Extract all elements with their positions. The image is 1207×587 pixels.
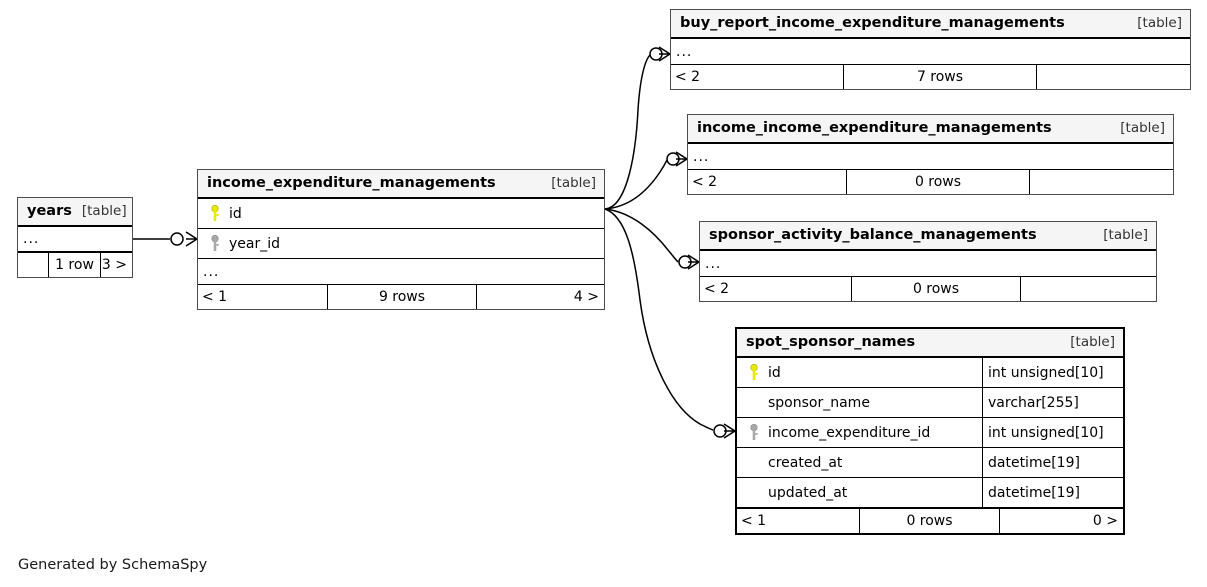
table-ellipsis-row: ... — [18, 227, 132, 252]
footer-children: 4 > — [476, 285, 604, 309]
table-footer: 1 row 3 > — [18, 252, 132, 277]
footer-children: 3 > — [100, 253, 132, 277]
footer-rowcount: 0 rows — [846, 170, 1029, 194]
column-cell: id — [198, 199, 604, 228]
footer-rowcount: 1 row — [48, 253, 100, 277]
column-name: year_id — [229, 235, 281, 252]
table-footer: < 2 0 rows — [700, 276, 1156, 301]
table-footer: < 1 0 rows 0 > — [737, 508, 1123, 533]
footer-children: 0 > — [999, 509, 1123, 533]
table-years[interactable]: years [table] ... 1 row 3 > — [17, 197, 133, 278]
table-title: sponsor_activity_balance_managements — [709, 227, 1037, 244]
footer-children — [1029, 170, 1173, 194]
foreign-key-icon — [205, 235, 225, 252]
table-sponsor-activity-balance-managements[interactable]: sponsor_activity_balance_managements [ta… — [699, 221, 1157, 302]
primary-key-icon — [205, 205, 225, 222]
column-type: varchar[255] — [982, 388, 1123, 417]
edge-years-to-income-expenditure-managements — [133, 231, 198, 247]
foreign-key-icon — [744, 424, 764, 441]
table-type-tag: [table] — [81, 202, 127, 219]
table-title: income_income_expenditure_managements — [697, 120, 1052, 137]
table-ellipsis-row: ... — [676, 43, 693, 60]
column-name: income_expenditure_id — [768, 424, 931, 441]
primary-key-icon — [744, 364, 764, 381]
footer-parents: < 1 — [202, 289, 228, 305]
footer-rowcount: 7 rows — [843, 65, 1036, 89]
column-cell: id — [737, 358, 982, 387]
table-title: income_expenditure_managements — [207, 175, 496, 192]
table-row[interactable]: id — [198, 199, 604, 229]
table-type-tag: [table] — [1103, 226, 1148, 243]
column-cell: sponsor_name — [737, 388, 982, 417]
column-type: datetime[19] — [982, 448, 1123, 477]
column-type: int unsigned[10] — [982, 358, 1123, 387]
table-header: spot_sponsor_names [table] — [737, 329, 1123, 358]
column-name: id — [229, 205, 242, 222]
table-ellipsis-row: ... — [203, 263, 220, 280]
footer-parents: < 2 — [675, 69, 701, 85]
footer-parents: < 2 — [704, 281, 730, 297]
table-income-income-expenditure-managements[interactable]: income_income_expenditure_managements [t… — [687, 114, 1174, 195]
table-income-expenditure-managements[interactable]: income_expenditure_managements [table] i… — [197, 169, 605, 310]
column-name: updated_at — [768, 484, 848, 501]
table-title: years — [27, 203, 72, 220]
column-name: id — [768, 364, 781, 381]
table-row[interactable]: income_expenditure_id int unsigned[10] — [737, 418, 1123, 448]
footer-parents: < 1 — [741, 513, 767, 529]
column-name: sponsor_name — [768, 394, 870, 411]
column-type: int unsigned[10] — [982, 418, 1123, 447]
table-row[interactable]: sponsor_name varchar[255] — [737, 388, 1123, 418]
table-header: buy_report_income_expenditure_management… — [671, 10, 1190, 39]
table-type-tag: [table] — [1137, 14, 1182, 31]
footer-rowcount: 0 rows — [859, 509, 999, 533]
table-buy-report-income-expenditure-managements[interactable]: buy_report_income_expenditure_management… — [670, 9, 1191, 90]
table-ellipsis-row: ... — [693, 148, 710, 165]
table-footer: < 1 9 rows 4 > — [198, 284, 604, 309]
column-name: created_at — [768, 454, 843, 471]
table-footer: < 2 7 rows — [671, 64, 1190, 89]
table-spot-sponsor-names[interactable]: spot_sponsor_names [table] id int unsign… — [735, 327, 1125, 535]
table-header: sponsor_activity_balance_managements [ta… — [700, 222, 1156, 251]
table-row[interactable]: year_id — [198, 229, 604, 259]
table-row[interactable]: created_at datetime[19] — [737, 448, 1123, 478]
edge-income-expenditure-to-income-income — [604, 151, 688, 210]
column-cell: year_id — [198, 229, 604, 258]
table-type-tag: [table] — [1120, 119, 1165, 136]
table-header: income_expenditure_managements [table] — [198, 170, 604, 199]
table-header: income_income_expenditure_managements [t… — [688, 115, 1173, 144]
table-type-tag: [table] — [551, 174, 596, 191]
column-type: datetime[19] — [982, 478, 1123, 507]
table-type-tag: [table] — [1070, 333, 1115, 350]
footer-parents: < 2 — [692, 174, 718, 190]
generator-caption: Generated by SchemaSpy — [18, 557, 208, 573]
footer-parents — [18, 253, 48, 277]
table-ellipsis-row: ... — [705, 255, 722, 272]
table-title: spot_sponsor_names — [746, 334, 916, 351]
table-footer: < 2 0 rows — [688, 169, 1173, 194]
table-row[interactable]: updated_at datetime[19] — [737, 478, 1123, 508]
column-cell: created_at — [737, 448, 982, 477]
table-header: years [table] — [18, 198, 132, 227]
column-cell: income_expenditure_id — [737, 418, 982, 447]
table-title: buy_report_income_expenditure_management… — [680, 15, 1065, 32]
footer-rowcount: 0 rows — [851, 277, 1020, 301]
footer-children — [1020, 277, 1156, 301]
column-cell: updated_at — [737, 478, 982, 507]
footer-rowcount: 9 rows — [327, 285, 476, 309]
edge-income-expenditure-to-buy-report — [604, 46, 671, 210]
table-row[interactable]: id int unsigned[10] — [737, 358, 1123, 388]
footer-children — [1036, 65, 1190, 89]
edge-income-expenditure-to-sponsor-activity — [604, 208, 700, 270]
